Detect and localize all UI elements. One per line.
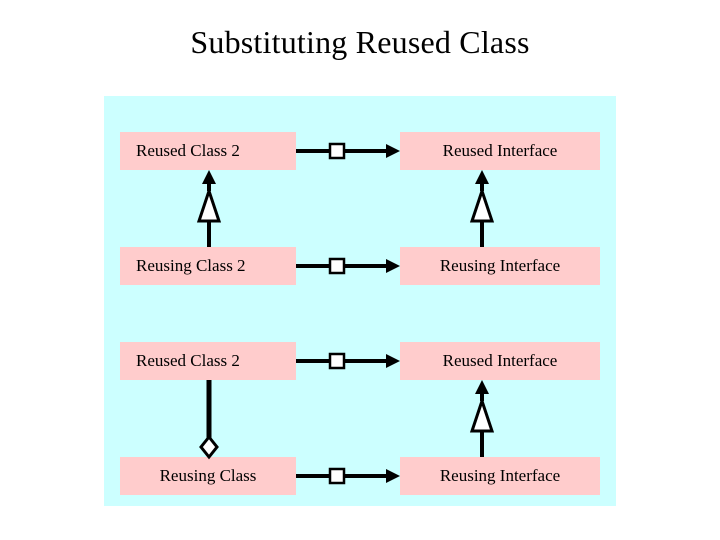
box-reused-class-2-bottom[interactable]: Reused Class 2 (120, 342, 296, 380)
realization-reused-bottom-connector (296, 352, 400, 370)
box-reusing-class-2[interactable]: Reusing Class 2 (120, 247, 296, 285)
box-reused-interface-top[interactable]: Reused Interface (400, 132, 600, 170)
aggregation-left-bottom-connector (199, 380, 219, 460)
realization-reused-top-connector (296, 142, 400, 160)
box-reused-interface-bottom[interactable]: Reused Interface (400, 342, 600, 380)
box-reusing-interface-bottom[interactable]: Reusing Interface (400, 457, 600, 495)
box-reusing-interface-top[interactable]: Reusing Interface (400, 247, 600, 285)
realization-reusing-top-connector (296, 257, 400, 275)
box-reused-class-2-top[interactable]: Reused Class 2 (120, 132, 296, 170)
diagram-canvas: Reused Class 2 Reused Interface Reusing … (104, 96, 616, 506)
generalization-right-bottom-connector (469, 380, 495, 457)
page-title: Substituting Reused Class (190, 24, 530, 60)
box-reusing-class[interactable]: Reusing Class (120, 457, 296, 495)
realization-reusing-bottom-connector (296, 467, 400, 485)
generalization-right-top-connector (469, 170, 495, 247)
generalization-left-top-connector (196, 170, 222, 247)
